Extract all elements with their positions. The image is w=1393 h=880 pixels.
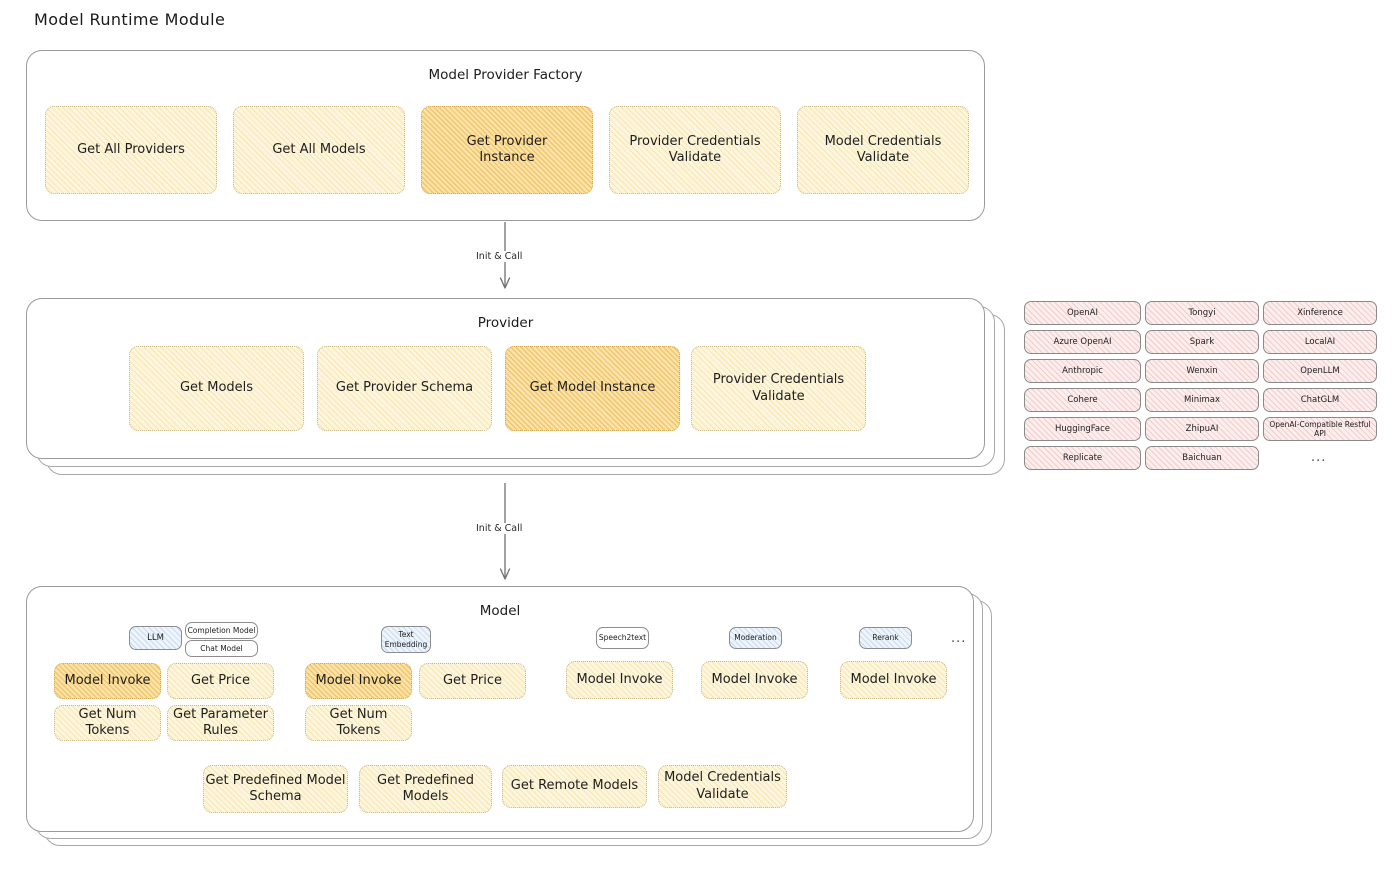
provider-node-get-models[interactable]: Get Models <box>129 346 304 431</box>
model-types-more: ... <box>951 631 967 646</box>
factory-node-get-provider-instance[interactable]: Get Provider Instance <box>421 106 593 194</box>
model-type-chip-llm[interactable]: LLM <box>129 626 182 650</box>
model-shared-get-remote-models[interactable]: Get Remote Models <box>502 765 647 808</box>
factory-node-provider-credentials-validate[interactable]: Provider Credentials Validate <box>609 106 781 194</box>
provider-chip-chatglm[interactable]: ChatGLM <box>1263 388 1377 412</box>
llm-method-model-invoke[interactable]: Model Invoke <box>54 663 161 699</box>
page-title: Model Runtime Module <box>34 10 226 29</box>
llm-method-get-price[interactable]: Get Price <box>167 663 274 699</box>
provider-list-more: ... <box>1311 450 1327 465</box>
provider-chip-openai[interactable]: OpenAI <box>1024 301 1141 325</box>
model-provider-factory-title: Model Provider Factory <box>428 67 583 83</box>
provider-chip-zhipuai[interactable]: ZhipuAI <box>1145 417 1259 441</box>
text-embedding-method-get-price[interactable]: Get Price <box>419 663 526 699</box>
provider-chip-huggingface[interactable]: HuggingFace <box>1024 417 1141 441</box>
provider-chip-spark[interactable]: Spark <box>1145 330 1259 354</box>
speech2text-method-model-invoke[interactable]: Model Invoke <box>566 661 673 699</box>
moderation-method-model-invoke[interactable]: Model Invoke <box>701 661 808 699</box>
factory-node-model-credentials-validate[interactable]: Model Credentials Validate <box>797 106 969 194</box>
model-subtype-chip-chat-model[interactable]: Chat Model <box>185 640 258 657</box>
provider-chip-azure-openai[interactable]: Azure OpenAI <box>1024 330 1141 354</box>
provider-chip-minimax[interactable]: Minimax <box>1145 388 1259 412</box>
factory-node-get-all-models[interactable]: Get All Models <box>233 106 405 194</box>
provider-chip-openai-compatible-restful-api[interactable]: OpenAI-Compatible Restful API <box>1263 417 1377 441</box>
provider-title: Provider <box>477 315 534 331</box>
provider-chip-cohere[interactable]: Cohere <box>1024 388 1141 412</box>
provider-chip-anthropic[interactable]: Anthropic <box>1024 359 1141 383</box>
provider-chip-localai[interactable]: LocalAI <box>1263 330 1377 354</box>
text-embedding-method-get-num-tokens[interactable]: Get Num Tokens <box>305 705 412 741</box>
provider-node-provider-credentials-validate[interactable]: Provider Credentials Validate <box>691 346 866 431</box>
model-type-chip-text-embedding[interactable]: Text Embedding <box>381 626 431 653</box>
provider-chip-replicate[interactable]: Replicate <box>1024 446 1141 470</box>
provider-node-get-provider-schema[interactable]: Get Provider Schema <box>317 346 492 431</box>
model-shared-get-predefined-models[interactable]: Get Predefined Models <box>359 765 492 813</box>
model-subtype-chip-completion-model[interactable]: Completion Model <box>185 622 258 639</box>
model-shared-get-predefined-model-schema[interactable]: Get Predefined Model Schema <box>203 765 348 813</box>
provider-chip-baichuan[interactable]: Baichuan <box>1145 446 1259 470</box>
llm-method-get-parameter-rules[interactable]: Get Parameter Rules <box>167 705 274 741</box>
model-type-chip-moderation[interactable]: Moderation <box>729 627 782 649</box>
llm-method-get-num-tokens[interactable]: Get Num Tokens <box>54 705 161 741</box>
provider-node-get-model-instance[interactable]: Get Model Instance <box>505 346 680 431</box>
text-embedding-method-model-invoke[interactable]: Model Invoke <box>305 663 412 699</box>
provider-chip-tongyi[interactable]: Tongyi <box>1145 301 1259 325</box>
provider-chip-xinference[interactable]: Xinference <box>1263 301 1377 325</box>
model-type-chip-speech2text[interactable]: Speech2text <box>596 627 649 649</box>
connector-label-init-and-call-2: Init & Call <box>472 523 527 534</box>
provider-chip-openllm[interactable]: OpenLLM <box>1263 359 1377 383</box>
model-shared-model-credentials-validate[interactable]: Model Credentials Validate <box>658 765 787 808</box>
connector-label-init-and-call-1: Init & Call <box>472 251 527 262</box>
factory-node-get-all-providers[interactable]: Get All Providers <box>45 106 217 194</box>
model-title: Model <box>479 603 521 619</box>
rerank-method-model-invoke[interactable]: Model Invoke <box>840 661 947 699</box>
provider-chip-wenxin[interactable]: Wenxin <box>1145 359 1259 383</box>
model-type-chip-rerank[interactable]: Rerank <box>859 627 912 649</box>
